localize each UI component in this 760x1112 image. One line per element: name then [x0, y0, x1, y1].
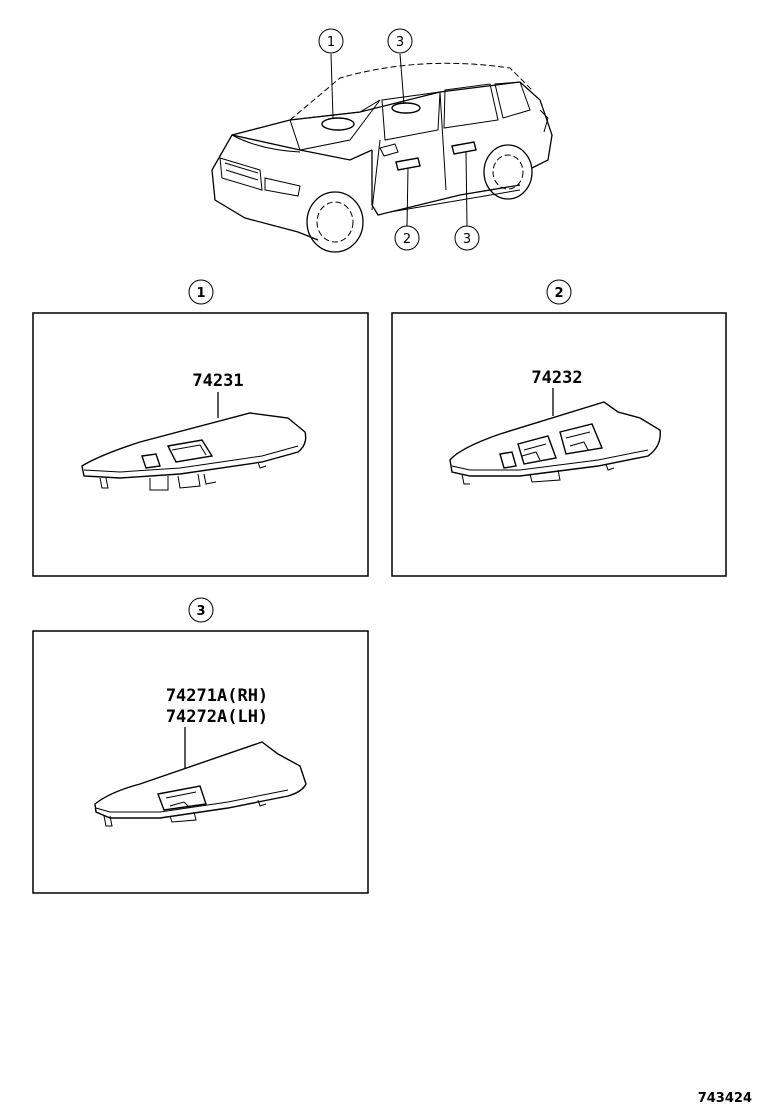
panel-3: 3 74271A(RH) 74272A(LH)	[32, 597, 369, 894]
overview-callout-1: 1	[327, 35, 335, 50]
switch-bezel-passenger-illustration	[449, 401, 661, 485]
panel-2: 2 74232	[391, 279, 727, 577]
overview-callouts: 1 3 2 3	[318, 28, 480, 251]
panel-2-index: 2	[554, 286, 563, 301]
callout-circle-3-top	[387, 28, 413, 54]
callout-circle-3-bottom	[454, 225, 480, 251]
panel-3-index: 3	[196, 604, 205, 619]
diagram-id: 743424	[698, 1091, 752, 1106]
callout-circle-1	[318, 28, 344, 54]
part-number-74271a-rh: 74271A(RH)	[166, 686, 268, 706]
panel-1: 1 74231	[32, 279, 369, 577]
part-number-74231: 74231	[192, 371, 243, 391]
panel-2-callout-circle	[546, 279, 572, 305]
part-number-74232: 74232	[531, 368, 582, 388]
overview-callout-3-bottom: 3	[463, 232, 471, 247]
switch-bezel-driver-illustration	[81, 412, 307, 491]
panel-1-index: 1	[196, 286, 205, 301]
switch-bezel-rear-illustration	[94, 741, 307, 827]
panel-1-callout-circle	[188, 279, 214, 305]
part-number-74272a-lh: 74272A(LH)	[166, 707, 268, 727]
overview-callout-3-top: 3	[396, 35, 404, 50]
panel-3-frame	[32, 630, 369, 894]
callout-circle-2	[394, 225, 420, 251]
overview-callout-2: 2	[403, 232, 411, 247]
vehicle-illustration	[211, 62, 553, 253]
panel-3-callout-circle	[188, 597, 214, 623]
